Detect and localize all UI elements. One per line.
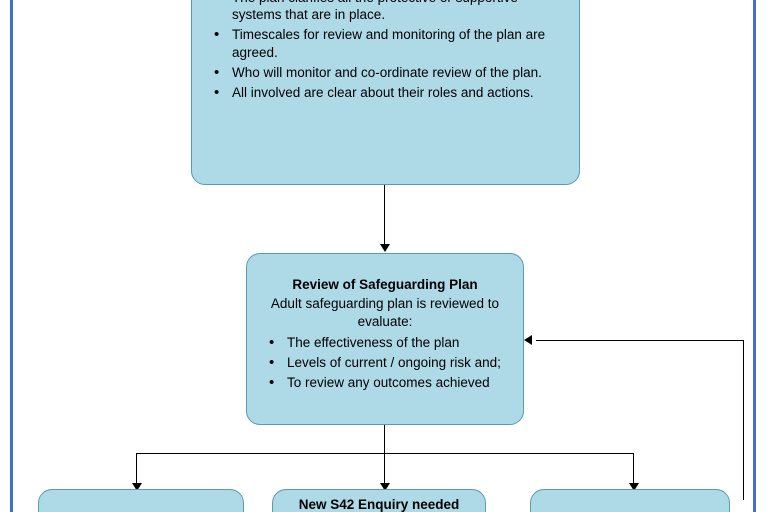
- node-bottom-right: [530, 489, 730, 512]
- connector-feedback-vertical: [743, 340, 744, 500]
- arrowhead-feedback-into-review: [524, 335, 532, 345]
- connector-branch-middle: [384, 453, 385, 485]
- page-border: [10, 0, 756, 512]
- review-bullet-list: The effectiveness of the plan Levels of …: [259, 334, 511, 393]
- node-bottom-left: [38, 489, 244, 512]
- plan-bullet-5: Who will monitor and co-ordinate review …: [214, 64, 569, 83]
- plan-bullet-list: Plan is person-centred and outcome focus…: [196, 0, 569, 102]
- plan-bullet-3: The plan clarifies all the protective or…: [214, 0, 569, 24]
- node-review-of-safeguarding-plan: Review of Safeguarding Plan Adult safegu…: [246, 253, 524, 425]
- arrowhead-plan-to-review: [380, 244, 390, 252]
- connector-review-down: [384, 425, 385, 453]
- arrowhead-branch-left: [132, 483, 142, 491]
- plan-bullet-6: All involved are clear about their roles…: [214, 84, 569, 103]
- review-subtitle: Adult safeguarding plan is reviewed to e…: [270, 295, 500, 329]
- arrowhead-branch-middle: [380, 483, 390, 491]
- review-bullet-1: The effectiveness of the plan: [269, 334, 511, 353]
- review-bullet-3: To review any outcomes achieved: [269, 374, 511, 393]
- arrowhead-branch-right: [629, 483, 639, 491]
- review-title: Review of Safeguarding Plan: [292, 277, 478, 292]
- connector-feedback-horizontal: [536, 340, 743, 341]
- connector-branch-right: [633, 453, 634, 485]
- bottom-middle-text: New S42 Enquiry needed: [298, 497, 460, 512]
- connector-plan-to-review: [384, 185, 385, 245]
- review-bullet-2: Levels of current / ongoing risk and;: [269, 354, 511, 373]
- node-new-s42-enquiry: New S42 Enquiry needed: [272, 489, 486, 512]
- connector-branch-left: [136, 453, 137, 485]
- plan-bullet-4: Timescales for review and monitoring of …: [214, 26, 569, 62]
- node-safeguarding-plan-criteria: Plan is person-centred and outcome focus…: [191, 0, 580, 185]
